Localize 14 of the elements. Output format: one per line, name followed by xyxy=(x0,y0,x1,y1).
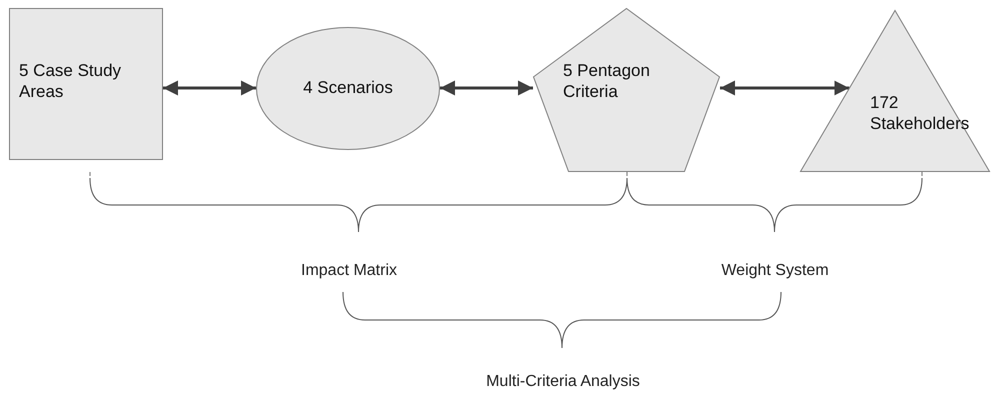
circle-shape xyxy=(256,27,440,150)
square-shape xyxy=(9,8,163,160)
double-arrow xyxy=(163,80,256,96)
brace-label: Impact Matrix xyxy=(301,262,397,280)
brace-label: Multi-Criteria Analysis xyxy=(486,373,640,391)
node-label: 5 Case Study Areas xyxy=(19,60,122,102)
triangle-shape xyxy=(800,10,990,172)
node-label: 5 Pentagon Criteria xyxy=(563,60,651,102)
brace-label: Weight System xyxy=(721,262,829,280)
node-label: 172 Stakeholders xyxy=(870,92,970,134)
node-label: 4 Scenarios xyxy=(302,77,394,98)
double-arrow xyxy=(720,80,850,96)
double-arrow xyxy=(440,80,533,96)
pentagon-shape xyxy=(533,8,720,172)
